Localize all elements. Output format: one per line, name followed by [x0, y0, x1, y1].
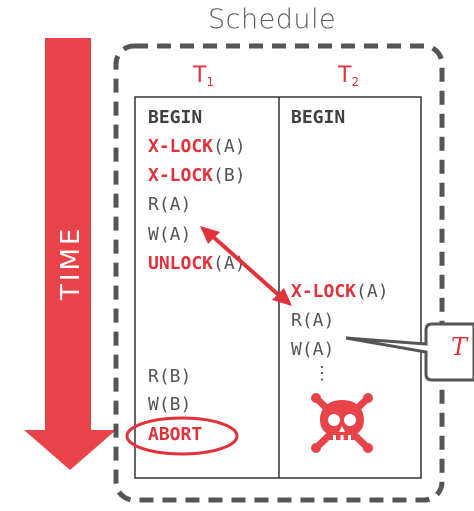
t2-read-a: R(A) — [291, 310, 335, 331]
callout-text: T — [451, 333, 468, 361]
t1-xlock-a: X-LOCK(A) — [148, 136, 246, 157]
t1-xlock-b-arg: (B) — [213, 165, 246, 186]
double-arrow-icon — [200, 226, 292, 306]
t1-subscript: 1 — [206, 75, 215, 89]
t1-xlock-a-keyword: X-LOCK — [148, 136, 214, 157]
time-label: TIME — [56, 226, 86, 301]
t1-name: T — [193, 63, 207, 88]
abort-highlight — [125, 416, 239, 456]
t2-name: T — [338, 63, 352, 88]
t2-header: T2 — [338, 63, 359, 89]
callout-bubble — [345, 322, 474, 382]
t1-write-b: W(B) — [148, 394, 192, 415]
t2-begin: BEGIN — [291, 107, 346, 128]
t2-write-a: W(A) — [291, 339, 335, 360]
t1-unlock-keyword: UNLOCK — [148, 253, 214, 274]
t1-write-a: W(A) — [148, 224, 192, 245]
t1-read-b: R(B) — [148, 366, 192, 387]
t1-xlock-b-keyword: X-LOCK — [148, 165, 214, 186]
t1-xlock-b: X-LOCK(B) — [148, 165, 246, 186]
t2-xlock-a: X-LOCK(A) — [291, 281, 389, 302]
t1-read-a: R(A) — [148, 194, 192, 215]
time-arrow-icon — [24, 38, 116, 470]
t1-xlock-a-arg: (A) — [213, 136, 246, 157]
t2-subscript: 2 — [351, 75, 360, 89]
time-label-text: TIME — [56, 226, 86, 301]
t2-xlock-a-keyword: X-LOCK — [291, 281, 357, 302]
schedule-frame — [113, 43, 445, 503]
skull-crossbones-icon — [311, 393, 373, 453]
t2-xlock-a-arg: (A) — [356, 281, 389, 302]
schedule-table — [134, 96, 422, 479]
schedule-title: Schedule — [208, 4, 337, 35]
t1-header: T1 — [193, 63, 214, 89]
t1-abort: ABORT — [148, 424, 203, 445]
t2-ellipsis: ⋮ — [313, 363, 331, 384]
t1-begin: BEGIN — [148, 107, 203, 128]
